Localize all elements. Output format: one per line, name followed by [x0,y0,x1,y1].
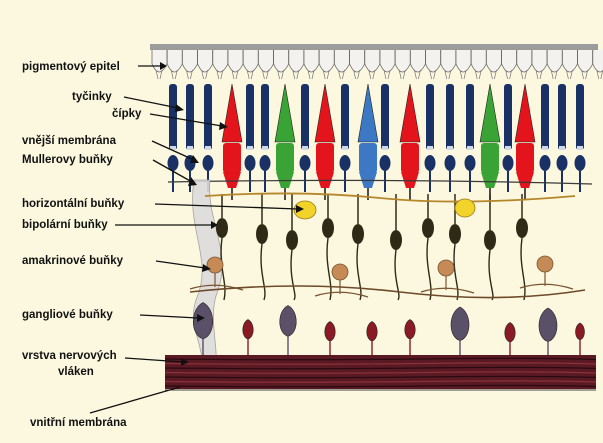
rod-outer-segment [576,84,584,150]
label-horizontal-cells: horizontální buňky [22,198,125,210]
rod-outer-segment [301,84,309,150]
rod-outer-segment [381,84,389,150]
rod-nucleus [540,155,551,171]
rod-outer-segment [466,84,474,150]
cone-inner-segment [223,143,241,173]
rod-nucleus [503,155,514,171]
label-cones: čípky [112,108,142,120]
bipolar-cell-body [352,224,364,244]
label-ganglion-cells: gangliové buňky [22,309,113,321]
rod-cilium [542,146,548,150]
rod-nucleus [260,155,271,171]
cone-inner-segment [316,143,334,173]
bipolar-cell-body [322,218,334,238]
rod-outer-segment [204,84,212,150]
ganglion-cell-body [505,323,516,343]
rod-cilium [559,146,565,150]
bipolar-cell-body [216,218,228,238]
rod-cilium [342,146,348,150]
rod-nucleus [575,155,586,171]
rod-outer-segment [246,84,254,150]
ganglion-cell-body [367,322,378,342]
label-inner-membrane: vnitřní membrána [30,417,127,429]
rod-nucleus [445,155,456,171]
rod-outer-segment [504,84,512,150]
rod-cilium [577,146,583,150]
rod-cilium [187,146,193,150]
horizontal-cell-body [455,199,475,217]
nerve-fiber-layer [165,355,596,390]
cone-inner-segment [276,143,294,173]
amacrine-cell-body [537,256,553,272]
rod-cilium [447,146,453,150]
ganglion-cell-body [576,323,585,340]
cone-inner-segment [516,143,534,173]
cone-inner-segment [401,143,419,173]
rod-nucleus [203,155,214,171]
rod-nucleus [380,155,391,171]
rod-nucleus [425,155,436,171]
rod-cilium [382,146,388,150]
rod-cilium [247,146,253,150]
bipolar-cell-body [422,218,434,238]
rod-outer-segment [186,84,194,150]
rod-outer-segment [261,84,269,150]
ganglion-cell-body [243,320,254,340]
amacrine-cell-body [207,257,223,273]
label-muller-cells: Mullerovy buňky [22,154,113,166]
rod-cilium [467,146,473,150]
rod-cilium [205,146,211,150]
cone-inner-segment [359,143,377,173]
label-nerve-fiber-layer-line2: vláken [58,366,94,378]
rod-outer-segment [558,84,566,150]
pigment-epithelium-top-line [150,44,598,50]
bipolar-cell-body [286,230,298,250]
label-bipolar-cells: bipolární buňky [22,219,108,231]
ganglion-cell-body [325,322,336,342]
rod-nucleus [300,155,311,171]
ganglion-cell-body [405,320,416,340]
bipolar-cell-body [449,224,461,244]
bipolar-cell-body [390,230,402,250]
label-pigment-epithelium: pigmentový epitel [22,61,120,73]
rod-nucleus [465,155,476,171]
bipolar-cell-body [484,230,496,250]
rod-cilium [262,146,268,150]
rod-nucleus [557,155,568,171]
rod-nucleus [245,155,256,171]
rod-outer-segment [446,84,454,150]
bipolar-cell-body [256,224,268,244]
label-outer-membrane: vnější membrána [22,135,117,147]
bipolar-cell-body [516,218,528,238]
label-nerve-fiber-layer-line1: vrstva nervových [22,350,117,362]
label-rods: tyčinky [72,91,112,103]
amacrine-cell-body [332,264,348,280]
rod-outer-segment [541,84,549,150]
cone-inner-segment [481,143,499,173]
rod-cilium [427,146,433,150]
rod-outer-segment [426,84,434,150]
rod-cilium [302,146,308,150]
amacrine-cell-body [438,260,454,276]
rod-outer-segment [341,84,349,150]
rod-cilium [505,146,511,150]
rod-nucleus [340,155,351,171]
label-amacrine-cells: amakrinové buňky [22,255,124,267]
